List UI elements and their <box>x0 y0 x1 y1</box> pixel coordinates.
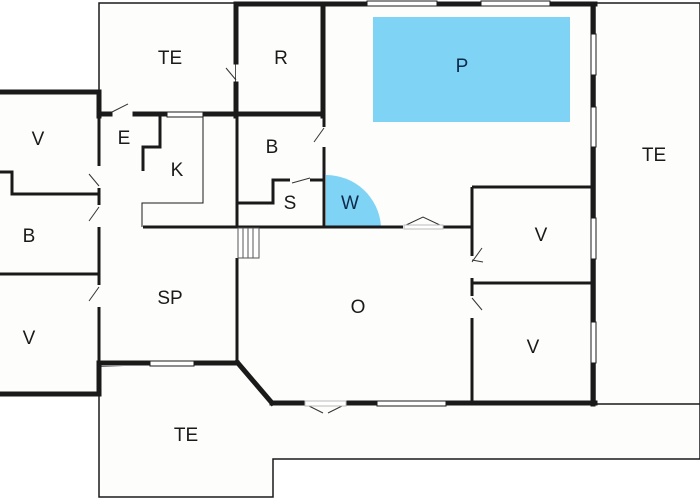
room-label-te-top: TE <box>157 48 183 69</box>
room-label-v-right-top: V <box>534 225 548 246</box>
kitchen-counter <box>141 117 204 227</box>
pool <box>373 17 570 122</box>
room-label-v-left-top: V <box>31 129 45 150</box>
door-frames <box>304 224 444 407</box>
room-label-b-center: B <box>265 137 279 158</box>
room-label-o: O <box>350 297 366 318</box>
room-label-te-bottom: TE <box>173 425 199 446</box>
walls-thin <box>0 116 593 403</box>
room-label-w: W <box>341 193 359 214</box>
windows <box>149 0 597 407</box>
room-label-b-left: B <box>22 226 36 247</box>
room-label-s: S <box>283 193 297 214</box>
room-label-r: R <box>274 48 288 69</box>
room-label-k: K <box>170 160 184 181</box>
room-label-sp: SP <box>157 288 183 309</box>
stairs <box>237 227 260 259</box>
room-label-v-left-bottom: V <box>22 328 36 349</box>
room-label-e: E <box>117 128 131 149</box>
room-label-v-right-bottom: V <box>526 337 540 358</box>
whirlpool <box>326 174 381 226</box>
room-label-te-right: TE <box>641 145 667 166</box>
room-label-p: P <box>455 56 469 77</box>
